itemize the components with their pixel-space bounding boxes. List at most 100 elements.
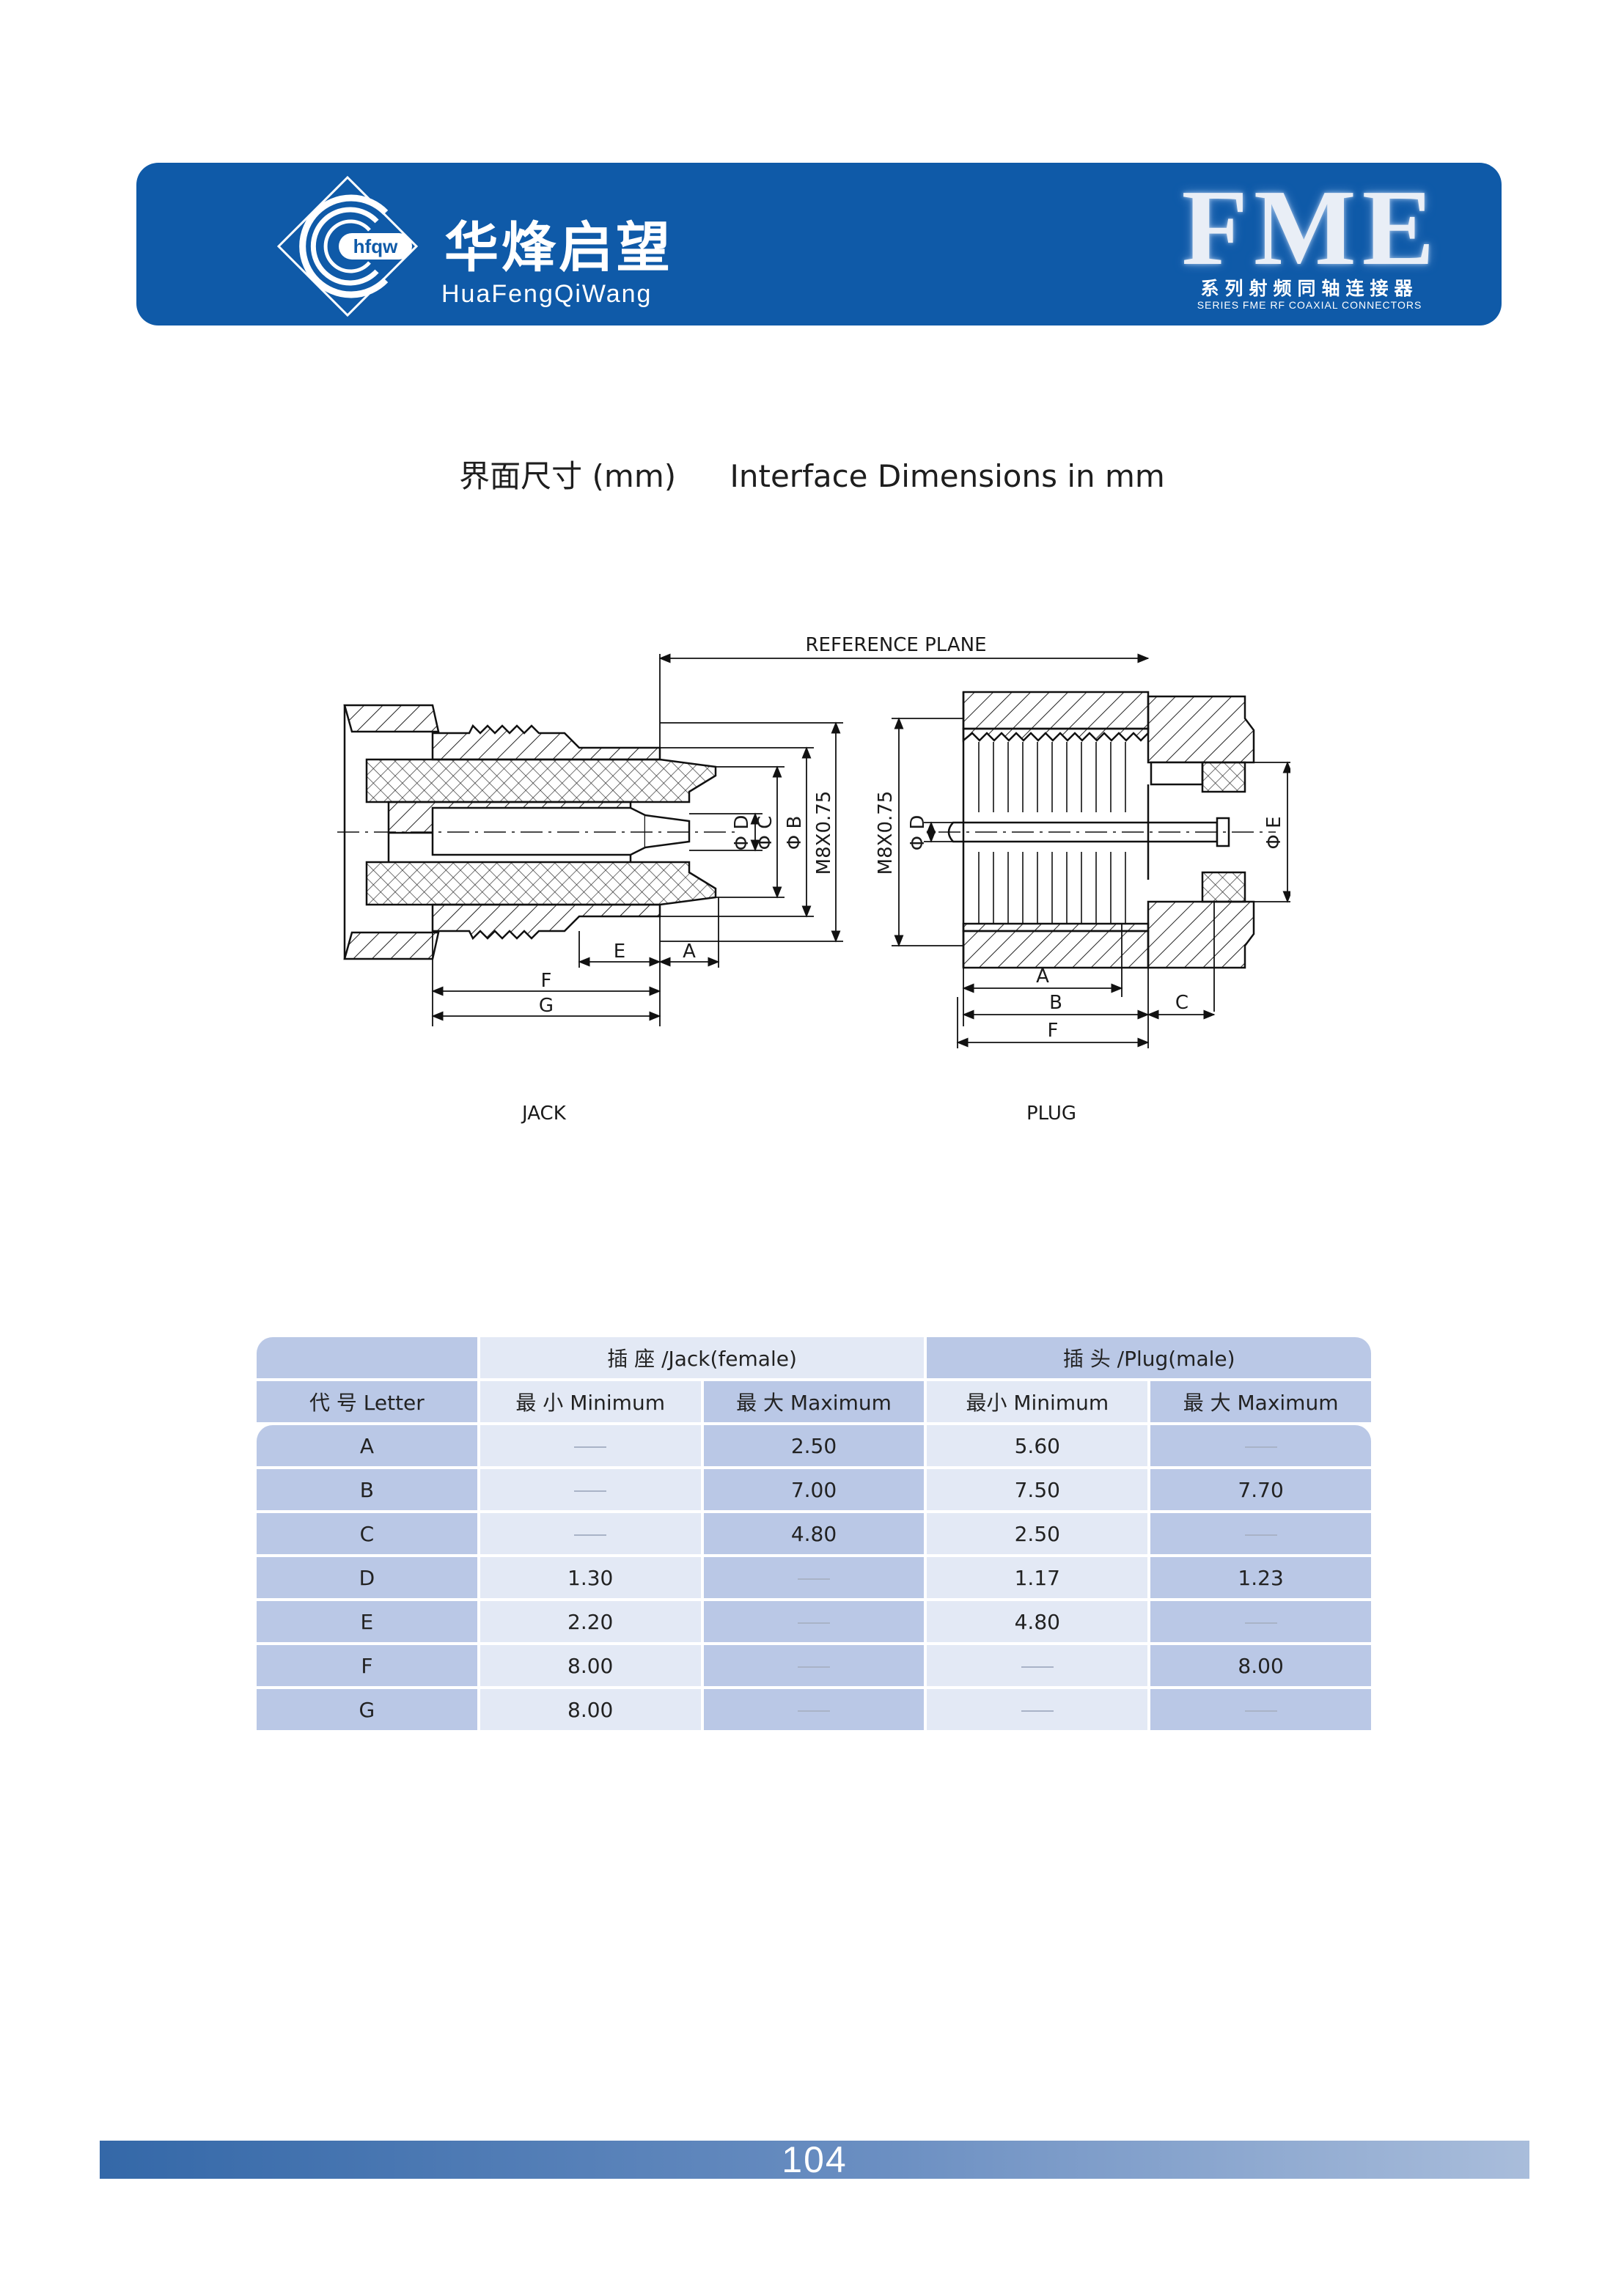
cell-plug-max xyxy=(1150,1689,1371,1730)
cell-jack-min: 1.30 xyxy=(480,1557,701,1598)
cell-jack-max xyxy=(703,1645,925,1686)
cell-jack-max xyxy=(703,1689,925,1730)
drawing-canvas: REFERENCE PLANE Φ D Φ C Φ B M8X0.75 E A … xyxy=(337,634,1293,1048)
header-banner: hfqw 华烽启望 HuaFengQiWang FME 系列射频同轴连接器 SE… xyxy=(136,163,1502,325)
plug-dimensions xyxy=(892,717,1293,1048)
footer-bar: 104 xyxy=(100,2141,1529,2179)
empty-dash xyxy=(1021,1710,1054,1712)
cell-letter: D xyxy=(257,1557,477,1598)
cell-jack-min xyxy=(480,1425,701,1466)
logo-text: hfqw xyxy=(353,235,398,257)
plug-b-label: B xyxy=(1049,992,1062,1014)
jack-drawing xyxy=(337,704,741,960)
cell-jack-min xyxy=(480,1513,701,1554)
brand-name-cn: 华烽启望 xyxy=(444,216,673,279)
cell-plug-min: 1.17 xyxy=(927,1557,1148,1598)
cell-letter: E xyxy=(257,1601,477,1642)
section-heading: 界面尺寸 (mm) Interface Dimensions in mm xyxy=(0,452,1624,496)
heading-en: Interface Dimensions in mm xyxy=(730,458,1165,494)
jack-dim-labels: Φ D Φ C Φ B M8X0.75 E A F G xyxy=(539,791,835,1017)
empty-dash xyxy=(797,1622,830,1624)
jack-dimensions xyxy=(431,653,1150,1026)
cell-plug-min: 5.60 xyxy=(927,1425,1148,1466)
cell-jack-min: 8.00 xyxy=(480,1689,701,1730)
hfqw-logo-icon: hfqw xyxy=(276,175,419,317)
brand-name-en: HuaFengQiWang xyxy=(441,280,653,308)
jack-phi-d-label: Φ D xyxy=(731,815,753,851)
plug-c-label: C xyxy=(1175,992,1188,1014)
cell-plug-max: 7.70 xyxy=(1150,1469,1371,1510)
jack-thread-label: M8X0.75 xyxy=(813,791,835,875)
cell-jack-min: 2.20 xyxy=(480,1601,701,1642)
plug-drawing xyxy=(938,691,1276,969)
cell-jack-max: 4.80 xyxy=(703,1513,925,1554)
cell-letter: C xyxy=(257,1513,477,1554)
cell-plug-min xyxy=(927,1689,1148,1730)
cell-plug-max xyxy=(1150,1601,1371,1642)
col-letter-header: 代 号 Letter xyxy=(257,1381,477,1422)
col-jack-min-header: 最 小 Minimum xyxy=(480,1381,701,1422)
plug-thread-label: M8X0.75 xyxy=(875,791,897,875)
col-plug-max-header: 最 大 Maximum xyxy=(1150,1381,1371,1422)
jack-a-label: A xyxy=(683,941,696,963)
empty-dash xyxy=(574,1446,607,1448)
cell-letter: G xyxy=(257,1689,477,1730)
empty-dash xyxy=(1244,1622,1277,1624)
reference-plane-label: REFERENCE PLANE xyxy=(805,634,986,656)
cell-letter: B xyxy=(257,1469,477,1510)
group-jack-header: 插 座 /Jack(female) xyxy=(480,1337,925,1378)
cell-plug-max: 8.00 xyxy=(1150,1645,1371,1686)
cell-jack-max: 7.00 xyxy=(703,1469,925,1510)
cell-jack-max xyxy=(703,1557,925,1598)
empty-dash xyxy=(797,1710,830,1712)
jack-label: JACK xyxy=(522,1103,566,1125)
jack-f-label: F xyxy=(541,970,552,992)
plug-phi-d-label: Φ D xyxy=(907,815,929,851)
heading-cn: 界面尺寸 (mm) xyxy=(459,458,677,494)
cell-plug-max: 1.23 xyxy=(1150,1557,1371,1598)
series-subtitle-cn: 系列射频同轴连接器 xyxy=(1200,278,1419,299)
cell-jack-max xyxy=(703,1601,925,1642)
table-group-header-row: 插 座 /Jack(female) 插 头 /Plug(male) xyxy=(257,1337,1371,1378)
table-corner-cell xyxy=(257,1337,477,1378)
plug-dim-labels: M8X0.75 Φ D Φ E A B C F xyxy=(875,791,1285,1042)
jack-phi-b-label: Φ B xyxy=(784,816,806,850)
page-number: 104 xyxy=(782,2139,848,2180)
series-title: FME xyxy=(1181,168,1441,288)
empty-dash xyxy=(574,1534,607,1536)
empty-dash xyxy=(1244,1534,1277,1536)
plug-a-label: A xyxy=(1036,965,1049,987)
jack-e-label: E xyxy=(614,941,625,963)
cell-plug-min: 7.50 xyxy=(927,1469,1148,1510)
empty-dash xyxy=(1244,1446,1277,1448)
cell-letter: A xyxy=(257,1425,477,1466)
cell-plug-min xyxy=(927,1645,1148,1686)
cell-letter: F xyxy=(257,1645,477,1686)
cell-jack-min: 8.00 xyxy=(480,1645,701,1686)
dimension-table: 插 座 /Jack(female) 插 头 /Plug(male) 代 号 Le… xyxy=(254,1334,1374,1733)
cell-plug-min: 2.50 xyxy=(927,1513,1148,1554)
group-plug-header: 插 头 /Plug(male) xyxy=(927,1337,1371,1378)
cell-plug-max xyxy=(1150,1513,1371,1554)
series-subtitle-en: SERIES FME RF COAXIAL CONNECTORS xyxy=(1197,299,1422,311)
plug-phi-e-label: Φ E xyxy=(1263,816,1285,849)
cell-jack-min xyxy=(480,1469,701,1510)
jack-phi-c-label: Φ C xyxy=(754,816,776,850)
cell-plug-min: 4.80 xyxy=(927,1601,1148,1642)
empty-dash xyxy=(1244,1710,1277,1712)
empty-dash xyxy=(1021,1666,1054,1668)
cell-plug-max xyxy=(1150,1425,1371,1466)
empty-dash xyxy=(797,1578,830,1580)
plug-label: PLUG xyxy=(1026,1103,1077,1125)
table-column-header-row: 代 号 Letter 最 小 Minimum 最 大 Maximum 最小 Mi… xyxy=(257,1381,1371,1422)
empty-dash xyxy=(574,1490,607,1492)
cell-jack-max: 2.50 xyxy=(703,1425,925,1466)
